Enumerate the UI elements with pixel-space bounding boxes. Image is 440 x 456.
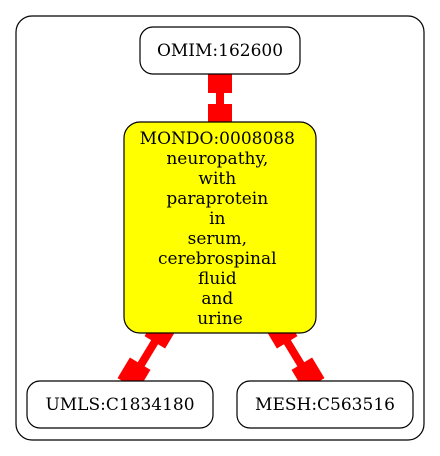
node-mondo-line: fluid bbox=[198, 269, 237, 289]
node-mondo-label: MONDO:0008088 neuropathy, with paraprote… bbox=[140, 129, 301, 329]
node-mesh[interactable]: MESH:C563516 bbox=[236, 380, 414, 429]
node-mondo-line: MONDO:0008088 bbox=[140, 129, 295, 149]
node-mondo-line: and bbox=[201, 289, 233, 309]
node-mondo-line: cerebrospinal bbox=[158, 249, 277, 269]
node-umls-label: UMLS:C1834180 bbox=[45, 395, 194, 415]
node-mondo-line: in bbox=[209, 209, 225, 229]
node-mondo[interactable]: MONDO:0008088 neuropathy, with paraprote… bbox=[123, 121, 317, 334]
node-omim[interactable]: OMIM:162600 bbox=[139, 26, 301, 75]
node-mesh-label: MESH:C563516 bbox=[255, 395, 395, 415]
node-mondo-line: neuropathy, bbox=[166, 149, 268, 169]
node-mondo-line: with bbox=[198, 169, 236, 189]
node-mondo-line: urine bbox=[197, 309, 243, 329]
node-mondo-line: paraprotein bbox=[166, 189, 268, 209]
node-umls[interactable]: UMLS:C1834180 bbox=[26, 380, 214, 429]
node-mondo-line: serum, bbox=[188, 229, 247, 249]
node-omim-label: OMIM:162600 bbox=[157, 41, 283, 61]
